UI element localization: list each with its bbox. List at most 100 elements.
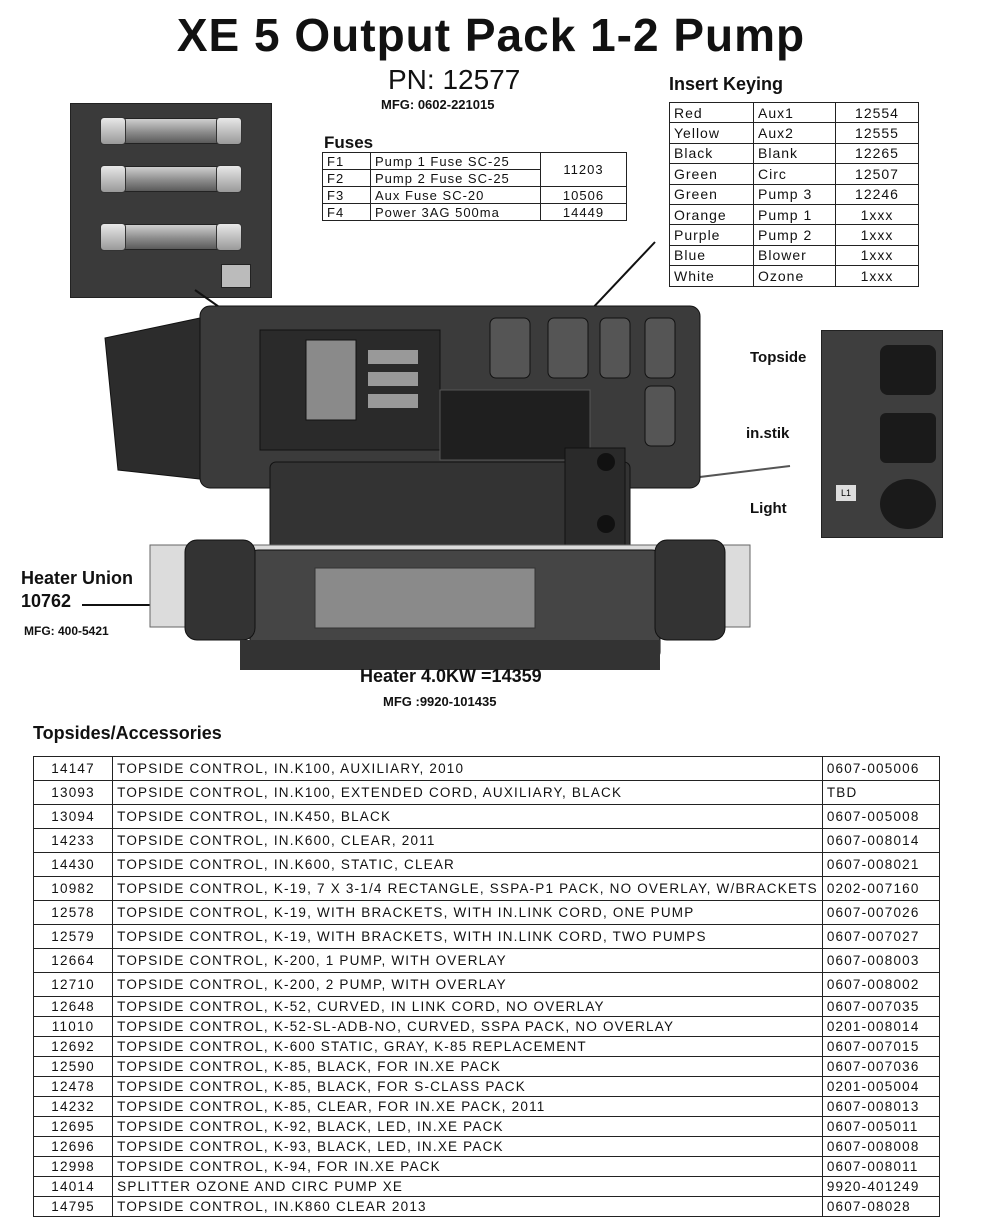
keying-color: Blue [669, 244, 754, 267]
keying-pn: 1xxx [835, 265, 919, 287]
accessory-mfg: 0607-005006 [821, 756, 941, 781]
fuses-table: F1 Pump 1 Fuse SC-25 11203 F2 Pump 2 Fus… [322, 152, 627, 221]
heater-mfg: MFG :9920-101435 [383, 694, 497, 709]
fuse-desc: Aux Fuse SC-20 [370, 186, 541, 204]
accessory-desc: TOPSIDE CONTROL, K-85, BLACK, FOR IN.XE … [112, 1056, 823, 1077]
accessory-mfg: 0607-007035 [821, 996, 941, 1017]
light-connector-image [880, 479, 936, 529]
fuse-image [100, 165, 242, 193]
light-badge: L1 [836, 485, 856, 501]
accessory-desc: TOPSIDE CONTROL, K-200, 2 PUMP, WITH OVE… [112, 972, 823, 997]
accessory-mfg: 0607-008008 [821, 1136, 941, 1157]
accessory-mfg: 0607-008014 [821, 828, 941, 853]
accessory-pn: 12579 [32, 924, 114, 949]
accessory-mfg: 9920-401249 [821, 1176, 941, 1197]
accessory-pn: 12998 [32, 1156, 114, 1177]
page-title: XE 5 Output Pack 1-2 Pump [176, 9, 806, 61]
accessory-pn: 14233 [32, 828, 114, 853]
accessory-desc: TOPSIDE CONTROL, IN.K450, BLACK [112, 804, 823, 829]
pack-body [104, 305, 751, 670]
keying-color: Yellow [669, 122, 754, 144]
accessory-desc: TOPSIDE CONTROL, K-94, FOR IN.XE PACK [112, 1156, 823, 1177]
accessory-desc: TOPSIDE CONTROL, K-85, CLEAR, FOR IN.XE … [112, 1096, 823, 1117]
accessory-desc: TOPSIDE CONTROL, K-19, WITH BRACKETS, WI… [112, 924, 823, 949]
heater-union-mfg: MFG: 400-5421 [24, 624, 109, 638]
accessory-desc: TOPSIDE CONTROL, K-200, 1 PUMP, WITH OVE… [112, 948, 823, 973]
accessory-pn: 14147 [32, 756, 114, 781]
accessory-mfg: 0607-008002 [821, 972, 941, 997]
accessory-mfg: 0607-005008 [821, 804, 941, 829]
instik-connector-image [880, 413, 936, 463]
heater-union-pn: 10762 [21, 591, 72, 611]
mfg-number: MFG: 0602-221015 [381, 97, 495, 112]
accessory-pn: 12648 [32, 996, 114, 1017]
accessory-pn: 14795 [32, 1196, 114, 1217]
fuse-desc: Power 3AG 500ma [370, 203, 541, 221]
fuse-row: F4 Power 3AG 500ma 14449 [322, 203, 627, 221]
keying-name: Pump 2 [753, 224, 836, 246]
accessory-mfg: 0607-008013 [821, 1096, 941, 1117]
keying-pn: 12555 [835, 122, 919, 144]
accessory-pn: 11010 [32, 1016, 114, 1037]
accessory-desc: TOPSIDE CONTROL, K-600 STATIC, GRAY, K-8… [112, 1036, 823, 1057]
fuse-row: F2 Pump 2 Fuse SC-25 [322, 169, 627, 187]
accessory-desc: TOPSIDE CONTROL, IN.K100, EXTENDED CORD,… [112, 780, 823, 805]
keying-name: Aux1 [753, 101, 836, 124]
accessory-desc: TOPSIDE CONTROL, K-93, BLACK, LED, IN.XE… [112, 1136, 823, 1157]
accessory-pn: 12692 [32, 1036, 114, 1057]
fuse-panel-photo [70, 103, 272, 298]
accessory-mfg: 0607-008021 [821, 852, 941, 877]
accessory-mfg: 0201-005004 [821, 1076, 941, 1097]
fuse-image [100, 223, 242, 251]
accessory-pn: 12695 [32, 1116, 114, 1137]
accessory-pn: 12664 [32, 948, 114, 973]
heater-label: Heater 4.0KW =14359 [360, 666, 542, 686]
accessory-desc: TOPSIDE CONTROL, K-52-SL-ADB-NO, CURVED,… [112, 1016, 823, 1037]
accessory-mfg: 0607-008011 [821, 1156, 941, 1177]
accessories-heading: Topsides/Accessories [33, 723, 222, 743]
topside-label: Topside [750, 349, 807, 366]
accessory-mfg: 0607-005011 [821, 1116, 941, 1137]
accessory-desc: TOPSIDE CONTROL, K-52, CURVED, IN LINK C… [112, 996, 823, 1017]
accessory-pn: 13094 [32, 804, 114, 829]
accessory-pn: 12590 [32, 1056, 114, 1077]
accessory-pn: 12578 [32, 900, 114, 925]
accessory-mfg: 0607-007036 [821, 1056, 941, 1077]
fuses-heading: Fuses [324, 133, 374, 152]
keying-name: Ozone [753, 265, 836, 287]
accessory-desc: TOPSIDE CONTROL, K-92, BLACK, LED, IN.XE… [112, 1116, 823, 1137]
fuse-pn: 11203 [540, 152, 627, 187]
fuse-pn: 14449 [540, 203, 627, 221]
fuse-desc: Pump 1 Fuse SC-25 [370, 152, 541, 170]
accessory-desc: TOPSIDE CONTROL, IN.K600, STATIC, CLEAR [112, 852, 823, 877]
keying-pn: 1xxx [835, 244, 919, 267]
accessory-mfg: 0607-007026 [821, 900, 941, 925]
accessory-desc: TOPSIDE CONTROL, K-85, BLACK, FOR S-CLAS… [112, 1076, 823, 1097]
accessory-mfg: TBD [821, 780, 941, 805]
accessory-pn: 14232 [32, 1096, 114, 1117]
instik-label: in.stik [746, 425, 790, 442]
accessory-desc: TOPSIDE CONTROL, K-19, WITH BRACKETS, WI… [112, 900, 823, 925]
